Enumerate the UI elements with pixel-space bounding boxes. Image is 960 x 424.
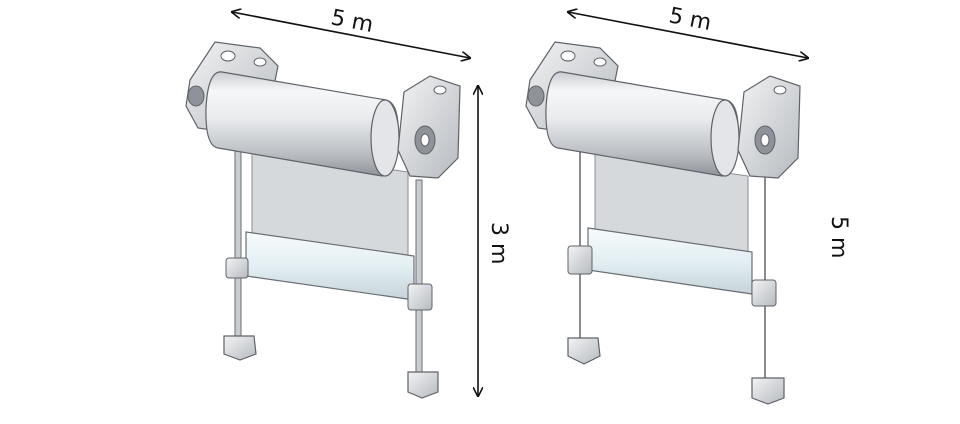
- right-bar-clamp-b: [751, 279, 777, 307]
- left-guide-rod-b: [415, 179, 423, 381]
- left-bar-clamp-b: [407, 283, 433, 311]
- left-floor-clamp-b: [407, 371, 439, 399]
- left-guide-rod-a: [234, 139, 242, 346]
- right-height-label: 5 m: [826, 216, 851, 258]
- right-roller-unit: [525, 41, 801, 405]
- left-height-dimension: 3 m: [478, 86, 511, 396]
- right-height-dimension: 5 m: [826, 216, 851, 258]
- right-bar-clamp-a: [567, 245, 593, 275]
- left-width-label: 5 m: [329, 5, 375, 38]
- left-roller-unit: [185, 41, 461, 399]
- right-width-dimension: 5 m: [568, 3, 808, 58]
- left-floor-clamp-a: [223, 335, 257, 361]
- left-width-dimension: 5 m: [232, 5, 470, 58]
- right-floor-clamp-b: [751, 377, 785, 405]
- left-bar-clamp-a: [225, 257, 249, 279]
- right-floor-clamp-a: [567, 337, 601, 365]
- left-height-label: 3 m: [486, 222, 511, 264]
- right-roller-tube: [545, 71, 739, 177]
- right-width-label: 5 m: [667, 3, 713, 36]
